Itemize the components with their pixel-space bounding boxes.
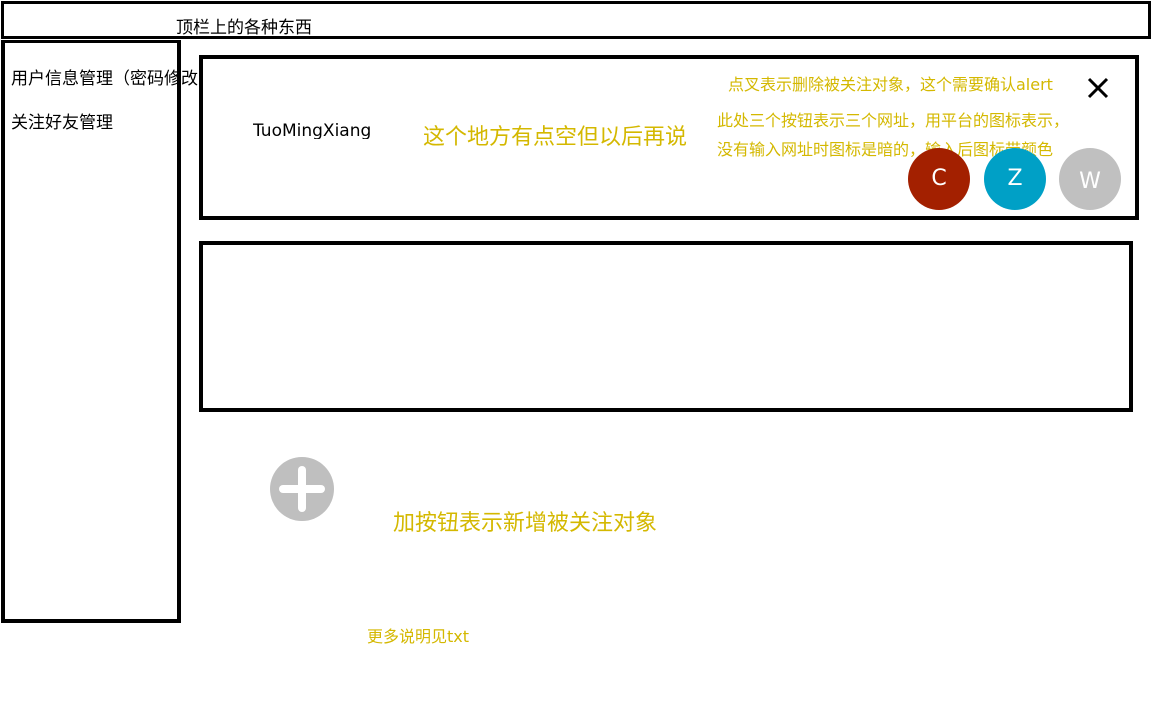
platform-w-button[interactable]: W xyxy=(1059,148,1121,210)
sidebar: 用户信息管理（密码修改之类的） 关注好友管理 xyxy=(1,40,266,623)
note-add-button: 加按钮表示新增被关注对象 xyxy=(393,511,658,536)
top-bar-label: 顶栏上的各种东西 xyxy=(176,18,312,38)
followed-user-card: TuoMingXiang 这个地方有点空但以后再说 点叉表示删除被关注对象，这个… xyxy=(199,55,1139,220)
followed-user-name: TuoMingXiang xyxy=(253,121,372,139)
platform-z-button[interactable]: Z xyxy=(984,148,1046,210)
note-delete: 点叉表示删除被关注对象，这个需要确认alert xyxy=(728,75,1053,94)
close-icon[interactable] xyxy=(1083,73,1113,103)
empty-card xyxy=(199,241,1133,412)
sidebar-item-follow-management[interactable]: 关注好友管理 xyxy=(11,113,113,133)
note-platform-icons-line-2: 没有输入网址时图标是暗的，输入后图标带颜色 xyxy=(717,140,1054,159)
top-bar: 顶栏上的各种东西 xyxy=(1,1,1151,39)
note-platform-icons: 此处三个按钮表示三个网址，用平台的图标表示， 没有输入网址时图标是暗的，输入后图… xyxy=(717,106,1069,164)
note-empty-space: 这个地方有点空但以后再说 xyxy=(423,125,688,150)
add-followed-button[interactable] xyxy=(270,457,334,521)
note-more-info: 更多说明见txt xyxy=(367,627,470,646)
plus-icon xyxy=(279,466,325,512)
note-platform-icons-line-1: 此处三个按钮表示三个网址，用平台的图标表示， xyxy=(717,111,1070,130)
platform-c-button[interactable]: C xyxy=(908,148,970,210)
